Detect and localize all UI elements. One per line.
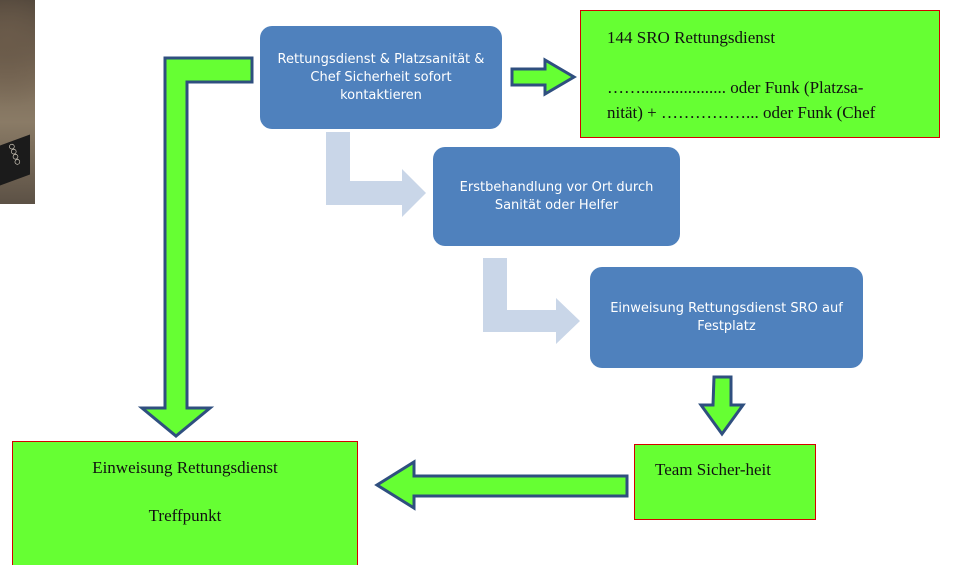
arrow-team-to-meetpoint	[374, 459, 629, 511]
node-meeting-point: Einweisung Rettungsdienst Treffpunkt	[12, 441, 358, 565]
arrow-contact-to-meetpoint	[137, 56, 254, 438]
node-guide: Einweisung Rettungsdienst SRO auf Festpl…	[590, 267, 863, 368]
node-srod: 144 SRO Rettungsdienst ……...............…	[580, 10, 940, 138]
node-first-aid: Erstbehandlung vor Ort durch Sanität ode…	[433, 147, 680, 246]
node-first-aid-label: Erstbehandlung vor Ort durch Sanität ode…	[459, 179, 654, 213]
node-meeting-title: Einweisung Rettungsdienst	[92, 458, 278, 477]
arrow-contact-to-srod	[510, 57, 577, 97]
node-team-label: Team Sicher-heit	[655, 460, 772, 479]
node-guide-label: Einweisung Rettungsdienst SRO auf Festpl…	[610, 300, 843, 334]
node-srod-title: 144 SRO Rettungsdienst	[607, 28, 776, 47]
node-contact-label: Rettungsdienst & Platzsanität & Chef Sic…	[277, 51, 485, 103]
arrow-guide-to-team	[698, 375, 746, 437]
node-srod-line3: nität) + ……………... oder Funk (Chef	[607, 103, 876, 122]
arrow-contact-to-firstaid	[326, 132, 426, 217]
arrow-firstaid-to-guide	[483, 258, 580, 344]
node-srod-line2: …….................... oder Funk (Platzs…	[607, 78, 864, 97]
node-team-security: Team Sicher-heit	[634, 444, 816, 520]
node-meeting-subtitle: Treffpunkt	[148, 506, 222, 525]
photo-fragment: ○○○○	[0, 0, 35, 204]
node-contact: Rettungsdienst & Platzsanität & Chef Sic…	[260, 26, 502, 129]
